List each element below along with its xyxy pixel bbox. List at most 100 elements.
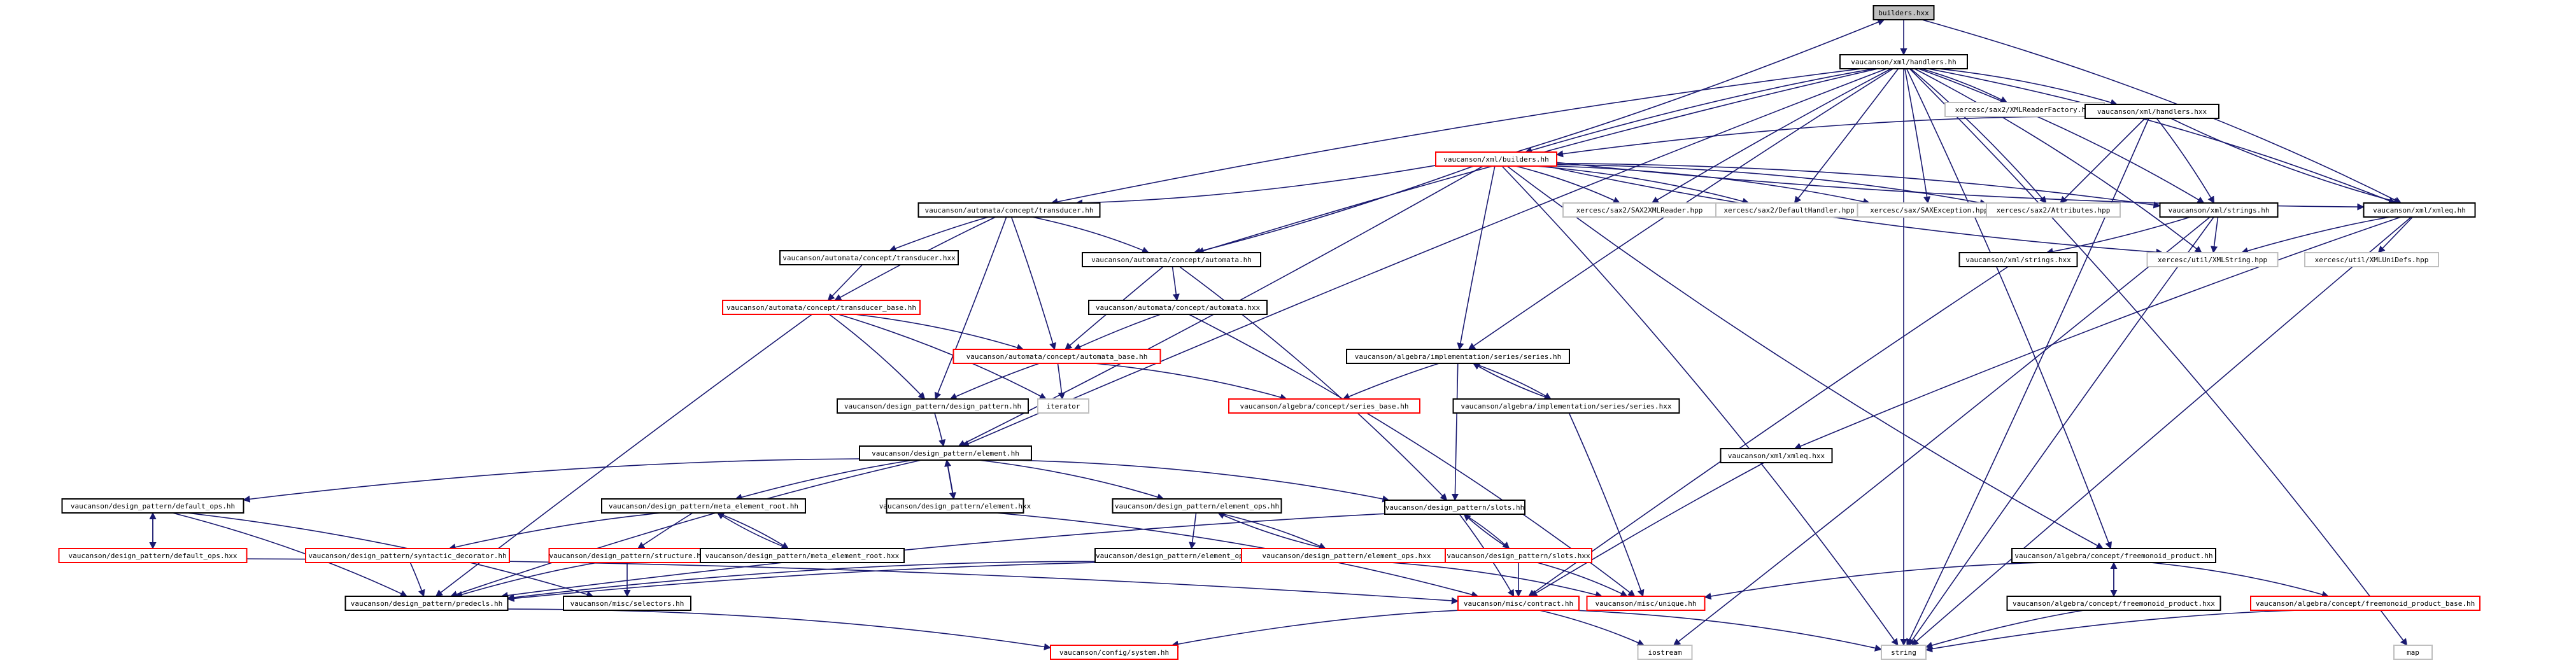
node-vaucanson-design-pattern-element-ops-hxx[interactable]: vaucanson/design_pattern/element_ops.hxx xyxy=(1241,548,1452,563)
node-vaucanson-automata-concept-automata-base-hh[interactable]: vaucanson/automata/concept/automata_base… xyxy=(952,349,1161,364)
node-vaucanson-design-pattern-meta-element-root-hh[interactable]: vaucanson/design_pattern/meta_element_ro… xyxy=(601,498,806,514)
node-xercesc-util-xmlstring-hpp[interactable]: xercesc/util/XMLString.hpp xyxy=(2146,252,2279,267)
node-box xyxy=(1637,645,1693,660)
node-box xyxy=(1839,54,1968,69)
edge-n24-n20 xyxy=(1473,363,1552,400)
node-label: vaucanson/automata/concept/automata.hxx xyxy=(1096,304,1261,312)
node-vaucanson-algebra-concept-series-base-hh[interactable]: vaucanson/algebra/concept/series_base.hh xyxy=(1228,398,1420,414)
node-vaucanson-design-pattern-slots-hxx[interactable]: vaucanson/design_pattern/slots.hxx xyxy=(1445,548,1592,563)
node-vaucanson-automata-concept-transducer-hxx[interactable]: vaucanson/automata/concept/transducer.hx… xyxy=(779,250,959,265)
node-box xyxy=(859,445,1032,461)
node-vaucanson-algebra-concept-freemonoid-product-base-hh[interactable]: vaucanson/algebra/concept/freemonoid_pro… xyxy=(2250,596,2480,611)
node-vaucanson-design-pattern-element-op-traits-hh[interactable]: vaucanson/design_pattern/element_op_trai… xyxy=(1094,548,1287,563)
edge-n30-n36 xyxy=(1189,512,1197,550)
node-xercesc-sax2-defaulthandler-hpp[interactable]: xercesc/sax2/DefaultHandler.hpp xyxy=(1715,202,1863,218)
node-vaucanson-design-pattern-element-ops-hh[interactable]: vaucanson/design_pattern/element_ops.hh xyxy=(1112,498,1282,514)
node-vaucanson-automata-concept-automata-hxx[interactable]: vaucanson/automata/concept/automata.hxx xyxy=(1088,300,1268,315)
node-vaucanson-xml-builders-hh[interactable]: vaucanson/xml/builders.hh xyxy=(1435,151,1557,167)
edge-n1-n25 xyxy=(961,68,1887,447)
edge-n17-n19 xyxy=(854,314,1024,351)
node-box xyxy=(722,300,921,315)
edge-n35-n28 xyxy=(716,512,789,549)
edge-n24-n45 xyxy=(1568,412,1645,598)
node-xercesc-sax2-attributes-hpp[interactable]: xercesc/sax2/Attributes.hpp xyxy=(1986,202,2121,218)
edge-n28-n34 xyxy=(637,512,693,549)
node-box xyxy=(952,349,1161,364)
node-xercesc-sax-saxexception-hpp[interactable]: xercesc/sax/SAXException.hpp xyxy=(1857,202,2002,218)
edge-n37-n30 xyxy=(1217,512,1326,549)
edge-n42-n46 xyxy=(507,608,1052,650)
node-box xyxy=(601,498,806,514)
node-xercesc-sax2-sax2xmlreader-hpp[interactable]: xercesc/sax2/SAX2XMLReader.hpp xyxy=(1562,202,1716,218)
node-box xyxy=(917,202,1101,218)
node-box xyxy=(1872,5,1935,20)
node-box xyxy=(1050,645,1178,660)
edge-n0-n10 xyxy=(1921,19,2402,204)
node-vaucanson-algebra-implementation-series-series-hh[interactable]: vaucanson/algebra/implementation/series/… xyxy=(1346,349,1570,364)
node-vaucanson-misc-selectors-hh[interactable]: vaucanson/misc/selectors.hh xyxy=(563,596,691,611)
edge-n14-n44 xyxy=(1528,266,2009,597)
edge-n10-n15 xyxy=(2240,216,2391,255)
node-box xyxy=(1958,252,2078,267)
node-label: xercesc/sax2/XMLReaderFactory.hpp xyxy=(1955,106,2095,114)
node-label: vaucanson/design_pattern/default_ops.hxx xyxy=(69,552,237,560)
node-builders-hxx[interactable]: builders.hxx xyxy=(1872,5,1935,20)
node-label: vaucanson/xml/builders.hh xyxy=(1443,155,1549,164)
node-vaucanson-config-system-hh[interactable]: vaucanson/config/system.hh xyxy=(1050,645,1178,660)
node-vaucanson-design-pattern-element-hh[interactable]: vaucanson/design_pattern/element.hh xyxy=(859,445,1032,461)
edge-n11-n12 xyxy=(889,216,989,252)
edge-n4-n5 xyxy=(1515,165,1621,204)
edge-n38-n31 xyxy=(1463,514,1510,549)
node-vaucanson-design-pattern-element-hxx[interactable]: vaucanson/design_pattern/element.hxx xyxy=(879,498,1031,514)
node-vaucanson-design-pattern-default-ops-hxx[interactable]: vaucanson/design_pattern/default_ops.hxx xyxy=(58,548,248,563)
node-vaucanson-misc-contract-hh[interactable]: vaucanson/misc/contract.hh xyxy=(1457,596,1580,611)
edge-n28-n35 xyxy=(717,512,789,549)
node-label: vaucanson/xml/xmleq.hxx xyxy=(1728,452,1825,460)
node-iostream[interactable]: iostream xyxy=(1637,645,1693,660)
node-box xyxy=(2146,252,2279,267)
node-map[interactable]: map xyxy=(2393,645,2433,660)
node-xercesc-sax2-xmlreaderfactory-hpp[interactable]: xercesc/sax2/XMLReaderFactory.hpp xyxy=(1944,102,2105,117)
node-string[interactable]: string xyxy=(1881,645,1927,660)
node-xercesc-util-xmlunidefs-hpp[interactable]: xercesc/util/XMLUniDefs.hpp xyxy=(2304,252,2439,267)
edge-n9-n47 xyxy=(1673,216,2211,646)
node-vaucanson-xml-xmleq-hxx[interactable]: vaucanson/xml/xmleq.hxx xyxy=(1720,448,1833,463)
node-vaucanson-automata-concept-transducer-base-hh[interactable]: vaucanson/automata/concept/transducer_ba… xyxy=(722,300,921,315)
edge-n25-n28 xyxy=(735,459,914,501)
node-iterator[interactable]: iterator xyxy=(1037,398,1089,414)
node-vaucanson-xml-handlers-hxx[interactable]: vaucanson/xml/handlers.hxx xyxy=(2084,104,2219,119)
node-vaucanson-design-pattern-syntactic-decorator-hh[interactable]: vaucanson/design_pattern/syntactic_decor… xyxy=(305,548,510,563)
edge-n4-n6 xyxy=(1536,165,1750,205)
node-vaucanson-design-pattern-design-pattern-hh[interactable]: vaucanson/design_pattern/design_pattern.… xyxy=(837,398,1029,414)
node-vaucanson-design-pattern-predecls-hh[interactable]: vaucanson/design_pattern/predecls.hh xyxy=(344,596,509,611)
node-vaucanson-algebra-implementation-series-series-hxx[interactable]: vaucanson/algebra/implementation/series/… xyxy=(1452,398,1680,414)
node-vaucanson-design-pattern-default-ops-hh[interactable]: vaucanson/design_pattern/default_ops.hh xyxy=(61,498,244,514)
node-vaucanson-algebra-concept-freemonoid-product-hh[interactable]: vaucanson/algebra/concept/freemonoid_pro… xyxy=(2011,548,2216,563)
edge-n29-n25 xyxy=(944,459,954,500)
node-vaucanson-xml-handlers-hh[interactable]: vaucanson/xml/handlers.hh xyxy=(1839,54,1968,69)
node-label: vaucanson/automata/concept/automata_base… xyxy=(966,353,1148,361)
node-vaucanson-design-pattern-meta-element-root-hxx[interactable]: vaucanson/design_pattern/meta_element_ro… xyxy=(700,548,905,563)
node-label: vaucanson/automata/concept/transducer_ba… xyxy=(726,304,916,312)
node-vaucanson-xml-strings-hh[interactable]: vaucanson/xml/strings.hh xyxy=(2159,202,2279,218)
node-vaucanson-xml-strings-hxx[interactable]: vaucanson/xml/strings.hxx xyxy=(1958,252,2078,267)
node-label: xercesc/sax2/Attributes.hpp xyxy=(1997,206,2111,214)
edge-n4-n15 xyxy=(1546,165,2163,256)
edge-n39-n45 xyxy=(1704,562,2046,600)
edge-n1-n8 xyxy=(1910,68,2047,204)
node-box xyxy=(1720,448,1833,463)
node-vaucanson-design-pattern-structure-hh[interactable]: vaucanson/design_pattern/structure.hh xyxy=(548,548,706,563)
edge-n1-n10 xyxy=(1928,68,2396,204)
edge-n9-n15 xyxy=(2211,216,2219,254)
node-label: map xyxy=(2407,648,2419,657)
node-vaucanson-design-pattern-slots-hh[interactable]: vaucanson/design_pattern/slots.hh xyxy=(1384,500,1525,515)
node-label: xercesc/util/XMLUniDefs.hpp xyxy=(2315,256,2429,264)
node-vaucanson-xml-xmleq-hh[interactable]: vaucanson/xml/xmleq.hh xyxy=(2363,202,2476,218)
node-vaucanson-automata-concept-transducer-hh[interactable]: vaucanson/automata/concept/transducer.hh xyxy=(917,202,1101,218)
node-vaucanson-algebra-concept-freemonoid-product-hxx[interactable]: vaucanson/algebra/concept/freemonoid_pro… xyxy=(2006,596,2221,611)
edge-n17-n21 xyxy=(828,314,926,400)
node-vaucanson-automata-concept-automata-hh[interactable]: vaucanson/automata/concept/automata.hh xyxy=(1082,252,1261,267)
node-label: vaucanson/design_pattern/meta_element_ro… xyxy=(705,552,900,560)
edge-n1-n13 xyxy=(1196,68,1878,255)
node-vaucanson-misc-unique-hh[interactable]: vaucanson/misc/unique.hh xyxy=(1586,596,1706,611)
